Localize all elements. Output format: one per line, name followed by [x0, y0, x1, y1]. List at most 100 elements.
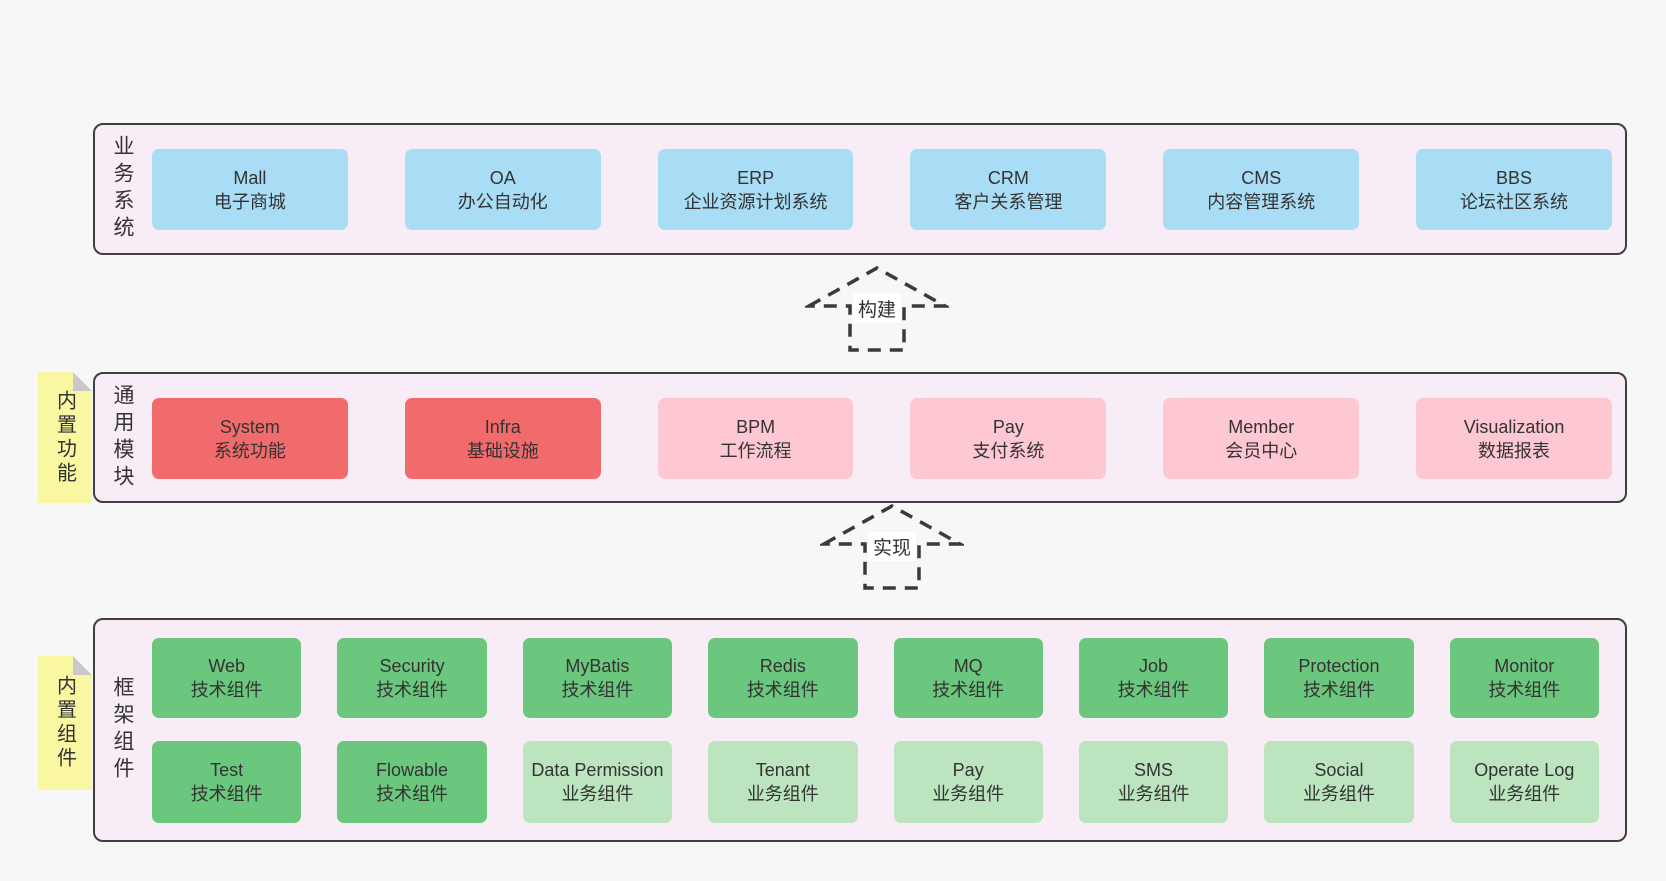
sticky-note-label: 内置功能 [53, 389, 76, 486]
box-test: Test 技术组件 [152, 741, 302, 823]
box-title: Social [1314, 760, 1364, 780]
box-title: CMS [1241, 167, 1282, 188]
box-title: MQ [953, 656, 983, 676]
box-mybatis: MyBatis 技术组件 [522, 638, 673, 718]
box-title: SMS [1134, 760, 1174, 780]
section-components-label: 框架组件 [111, 676, 134, 784]
box-monitor: Monitor 技术组件 [1449, 638, 1599, 718]
box-subtitle: 企业资源计划系统 [683, 191, 828, 212]
box-title: Data Permission [531, 760, 664, 780]
box-cms: CMS 内容管理系统 [1163, 149, 1360, 230]
box-erp: ERP 企业资源计划系统 [657, 149, 854, 230]
box-title: Job [1139, 656, 1169, 676]
box-flowable: Flowable 技术组件 [337, 741, 487, 823]
box-pay: Pay 支付系统 [910, 398, 1107, 479]
sticky-note-builtin-features: 内置功能 [38, 372, 92, 503]
box-operate-log: Operate Log 业务组件 [1449, 741, 1599, 823]
box-subtitle: 业务组件 [932, 784, 1005, 804]
box-job: Job 技术组件 [1078, 638, 1229, 718]
box-title: Test [210, 760, 244, 780]
box-member: Member 会员中心 [1163, 398, 1360, 479]
box-visualization: Visualization 数据报表 [1416, 398, 1612, 479]
business-box-row: Mall 电子商城 OA 办公自动化 ERP 企业资源计划系统 CRM 客户关系管理 CMS 内容… [152, 149, 1612, 230]
box-title: Monitor [1494, 656, 1555, 676]
box-protection: Protection 技术组件 [1264, 638, 1414, 718]
box-system: System 系统功能 [152, 398, 348, 479]
box-data-permission: Data Permission 业务组件 [522, 741, 673, 823]
box-title: Mall [233, 167, 267, 188]
box-subtitle: 技术组件 [1302, 680, 1375, 700]
box-subtitle: 技术组件 [746, 680, 819, 700]
box-subtitle: 工作流程 [719, 440, 792, 461]
section-business-systems: 业务系统 Mall 电子商城 OA 办公自动化 ERP 企业资源计划系统 CRM 客户关系管理… [93, 123, 1627, 255]
box-subtitle: 技术组件 [932, 680, 1005, 700]
box-subtitle: 业务组件 [561, 784, 634, 804]
sticky-note-label: 内置组件 [53, 675, 76, 771]
box-subtitle: 业务组件 [1302, 784, 1375, 804]
box-title: Web [208, 656, 246, 676]
box-title: Operate Log [1474, 760, 1575, 780]
section-common-modules: 通用模块 System 系统功能 Infra 基础设施 BPM 工作流程 Pay 支付系统 Me… [93, 372, 1627, 503]
box-subtitle: 支付系统 [972, 440, 1045, 461]
arrow-build-label: 构建 [852, 294, 902, 323]
box-subtitle: 技术组件 [561, 680, 634, 700]
box-subtitle: 技术组件 [190, 784, 263, 804]
box-subtitle: 技术组件 [1488, 680, 1561, 700]
box-subtitle: 客户关系管理 [954, 191, 1063, 212]
box-mall: Mall 电子商城 [152, 149, 348, 230]
box-infra: Infra 基础设施 [404, 398, 601, 479]
modules-box-row: System 系统功能 Infra 基础设施 BPM 工作流程 Pay 支付系统 Member 会… [152, 398, 1612, 479]
box-sms: SMS 业务组件 [1078, 741, 1229, 823]
section-modules-label: 通用模块 [111, 383, 134, 492]
box-bbs: BBS 论坛社区系统 [1416, 149, 1612, 230]
box-title: BPM [736, 416, 776, 437]
box-subtitle: 内容管理系统 [1207, 191, 1316, 212]
box-subtitle: 电子商城 [213, 191, 286, 212]
box-title: Member [1228, 416, 1295, 437]
box-social: Social 业务组件 [1264, 741, 1414, 823]
sticky-note-builtin-components: 内置组件 [38, 656, 92, 790]
box-subtitle: 技术组件 [376, 784, 449, 804]
box-subtitle: 论坛社区系统 [1460, 191, 1569, 212]
box-title: Redis [759, 656, 806, 676]
box-subtitle: 会员中心 [1225, 440, 1298, 461]
box-subtitle: 技术组件 [190, 680, 263, 700]
box-subtitle: 业务组件 [1117, 784, 1190, 804]
arrow-implement-label: 实现 [867, 532, 917, 561]
box-redis: Redis 技术组件 [708, 638, 858, 718]
box-subtitle: 数据报表 [1478, 440, 1551, 461]
box-subtitle: 系统功能 [213, 440, 286, 461]
box-title: Visualization [1463, 416, 1565, 437]
box-subtitle: 技术组件 [1117, 680, 1190, 700]
box-tenant: Tenant 业务组件 [708, 741, 858, 823]
box-title: Security [379, 656, 445, 676]
box-subtitle: 业务组件 [1488, 784, 1561, 804]
box-title: ERP [737, 167, 775, 188]
box-title: Protection [1298, 656, 1380, 676]
box-oa: OA 办公自动化 [404, 149, 601, 230]
box-subtitle: 办公自动化 [457, 191, 548, 212]
box-title: Infra [484, 416, 521, 437]
box-title: Pay [952, 760, 984, 780]
box-mq: MQ 技术组件 [893, 638, 1043, 718]
box-title: MyBatis [565, 656, 630, 676]
box-pay: Pay 业务组件 [893, 741, 1043, 823]
box-subtitle: 基础设施 [466, 440, 539, 461]
box-bpm: BPM 工作流程 [657, 398, 854, 479]
box-title: CRM [987, 167, 1029, 188]
box-title: Pay [992, 416, 1024, 437]
box-title: System [219, 416, 280, 437]
box-title: Tenant [755, 760, 810, 780]
section-business-label: 业务系统 [111, 135, 134, 243]
box-title: Flowable [376, 760, 449, 780]
arrow-implement: 实现 [820, 502, 964, 592]
arrow-build: 构建 [805, 264, 949, 354]
box-title: BBS [1496, 167, 1533, 188]
box-subtitle: 业务组件 [746, 784, 819, 804]
box-title: OA [489, 167, 516, 188]
